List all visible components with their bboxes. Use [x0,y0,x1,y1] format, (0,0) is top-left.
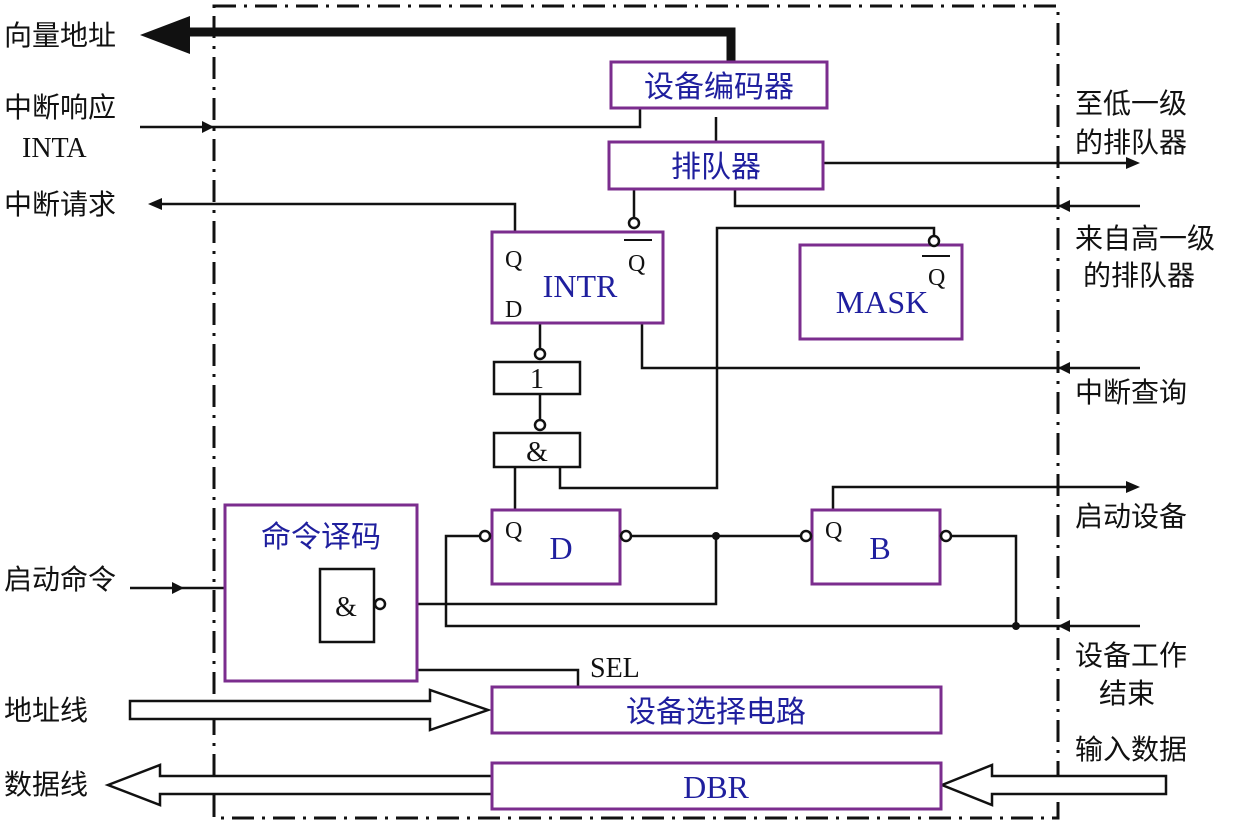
and-gate-label: & [526,437,548,468]
device-done-label-1: 设备工作 [1075,639,1187,672]
intr-q-pin: Q [505,247,522,273]
inversion-bubbles [373,216,953,611]
or-top-bubble [533,347,547,361]
d-flipflop-q-pin: Q [505,518,522,544]
b-left-bubble [799,529,813,543]
vector-address-bus [180,27,736,62]
start-device-wire [831,485,1128,510]
dbr-box [490,761,943,811]
device-done-wire [444,534,1140,628]
d-flipflop-label: D [549,530,572,566]
or-gate-box [492,360,582,396]
intr-label: INTR [543,268,618,304]
b-flipflop-label: B [869,530,890,566]
inta-wire [140,108,642,129]
b-flipflop-q-pin: Q [825,518,842,544]
device-encoder-box [609,60,829,110]
intr-qbar-pin: Q [628,251,645,277]
int-query-arrowhead [1058,362,1070,374]
and-gate-box [492,431,582,469]
from-higher-arrowhead [1058,200,1070,212]
mask-label: MASK [836,284,928,320]
from-higher-wire [733,189,1140,208]
int-ack-en-label: INTA [22,133,87,164]
to-lower-label-1: 至低一级 [1075,87,1187,120]
d-left-bubble [478,529,492,543]
dbr-label: DBR [683,769,749,805]
start-command-label: 启动命令 [4,563,116,596]
device-encoder-label: 设备编码器 [644,70,794,105]
b-right-bubble [939,529,953,543]
and-top-bubble [533,418,547,432]
device-select-box [490,685,943,735]
start-device-arrowhead [1126,481,1140,493]
address-bus-arrow [128,688,492,732]
b-output-wire [951,534,1018,626]
start-device-label: 启动设备 [1075,500,1187,533]
to-lower-arrowhead [1126,157,1140,169]
to-lower-label-2: 的排队器 [1075,126,1187,159]
sel-label: SEL [590,653,640,684]
queuer-box [607,140,825,191]
mask-bubble [927,234,941,248]
int-ack-cn-label: 中断响应 [4,91,116,124]
int-request-arrowhead [148,198,162,210]
device-done-label-2: 结束 [1099,677,1155,710]
b-flipflop-box [810,508,942,586]
junction-dot [1012,622,1020,630]
device-select-label: 设备选择电路 [626,695,806,730]
start-command-arrowhead [172,582,184,594]
from-higher-label-2: 的排队器 [1083,259,1195,292]
from-higher-label-1: 来自高一级 [1075,222,1215,255]
mask-box [798,243,964,341]
interface-boundary [212,4,1060,820]
data-bus-left-arrow [104,763,494,807]
d-right-bubble [619,529,633,543]
vector-address-arrowhead [140,16,190,54]
junction-dot [712,532,720,540]
wires [130,27,1140,687]
data-line-label: 数据线 [4,768,88,801]
queuer-bubble [627,216,641,230]
address-line-label: 地址线 [4,694,88,727]
mask-wire [558,226,936,490]
int-request-label: 中断请求 [4,188,116,221]
device-done-arrowhead [1058,620,1070,632]
command-decode-label: 命令译码 [261,520,381,555]
vector-address-label: 向量地址 [4,19,116,52]
decode-output-wire [386,536,718,606]
decode-and-out-bubble [373,597,387,611]
inta-arrowhead [202,121,214,133]
int-query-wire [640,320,1140,370]
decode-and-gate-box [318,567,376,644]
mask-qbar-pin: Q [928,265,945,291]
queuer-label: 排队器 [671,150,761,185]
input-data-label: 输入数据 [1075,733,1187,766]
d-flipflop-box [490,508,622,586]
or-gate-label: 1 [530,364,544,395]
intr-box [490,230,665,325]
int-request-wire [158,202,517,232]
intr-d-pin: D [505,297,522,323]
input-data-arrow [938,763,1168,807]
int-query-label: 中断查询 [1075,376,1187,409]
decode-and-gate-label: & [335,592,357,623]
